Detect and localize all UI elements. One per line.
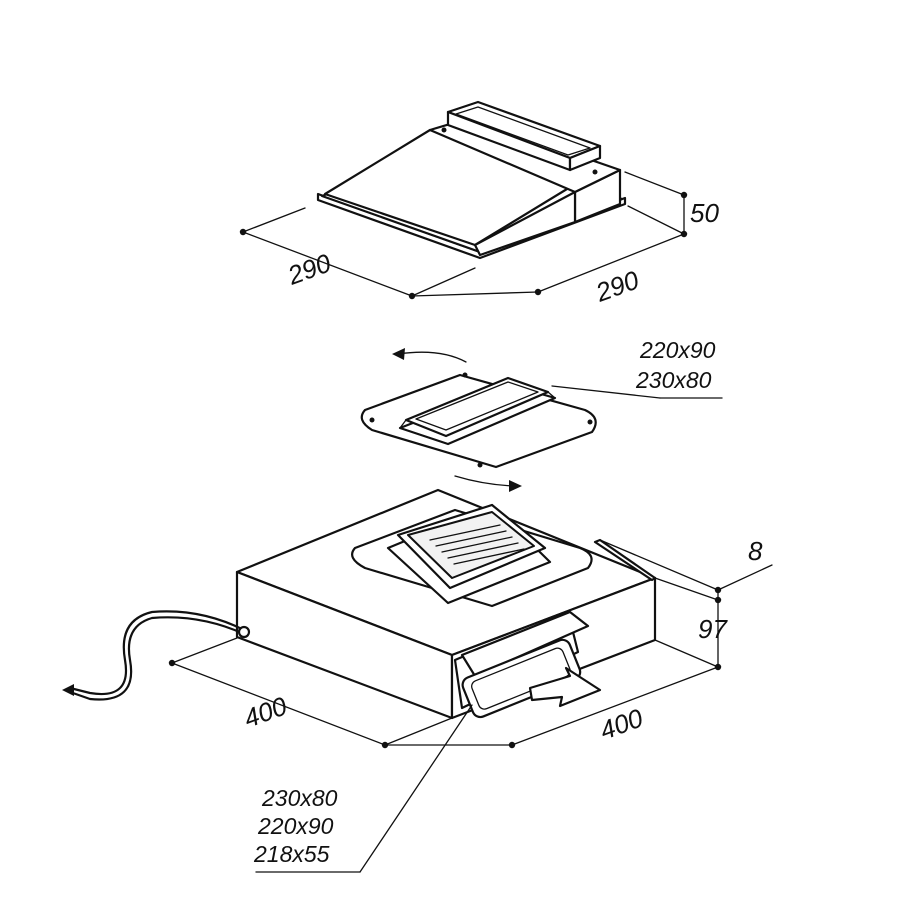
hood-spigot: [446, 100, 602, 172]
fan-dim-left: 400: [240, 690, 292, 733]
outlet-size-3: 218x55: [253, 841, 330, 867]
fan-grille: [429, 524, 525, 565]
adapter-size-2: 230x80: [635, 367, 712, 393]
side-outlet: [453, 610, 590, 719]
outlet-size-1: 230x80: [261, 785, 338, 811]
fan-dim-height: 97: [698, 614, 728, 644]
rotation-arrows: [392, 348, 522, 492]
hood-dim-height: 50: [690, 198, 719, 228]
outlet-size-2: 220x90: [257, 813, 334, 839]
hood-dim-right: 290: [591, 264, 643, 308]
hood-dim-left: 290: [283, 247, 335, 291]
adapter-plate: [360, 372, 597, 469]
airflow-arrow: [528, 666, 602, 708]
fan-dim-flange: 8: [748, 536, 763, 566]
adapter-size-labels: 220x90 230x80: [551, 337, 723, 399]
outlet-size-labels: 230x80 220x90 218x55: [253, 704, 473, 873]
hood-cover: [316, 100, 627, 260]
power-cable: [68, 610, 246, 696]
fan-dim-right: 400: [596, 702, 648, 745]
adapter-size-1: 220x90: [639, 337, 716, 363]
fan-unit: [62, 488, 657, 720]
